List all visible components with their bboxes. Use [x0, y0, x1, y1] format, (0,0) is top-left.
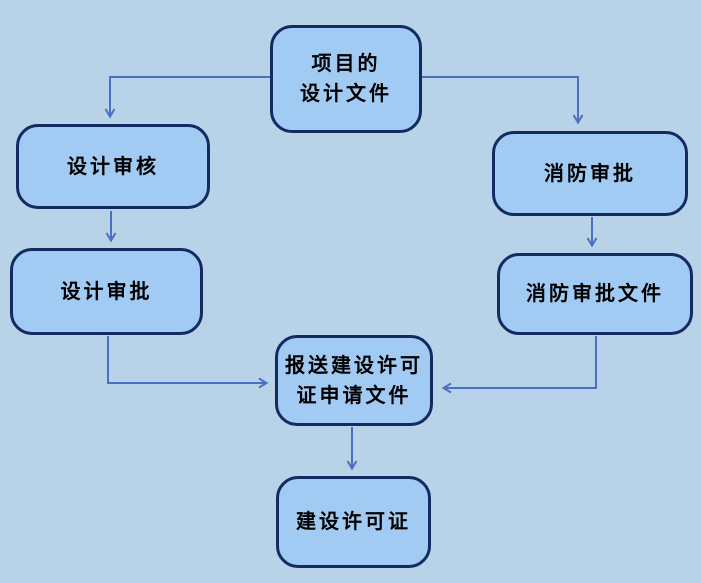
- node-design-approval-label: 设计审批: [60, 280, 153, 303]
- node-construction-permit: 建设许可证: [276, 476, 431, 568]
- edge-fire-docs-to-submit: [441, 336, 597, 394]
- node-fire-approval: 消防审批: [492, 131, 688, 216]
- node-project-design-documents: 项目的 设计文件: [270, 25, 422, 133]
- node-submit-permit-application-label: 报送建设许可 证申请文件: [285, 354, 423, 407]
- node-construction-permit-label: 建设许可证: [296, 511, 411, 533]
- node-design-review: 设计审核: [16, 124, 210, 209]
- node-fire-approval-label: 消防审批: [544, 162, 636, 185]
- edge-design-approval-to-submit: [107, 336, 269, 389]
- edge-project-to-design-review: [104, 76, 271, 119]
- node-design-review-label: 设计审核: [67, 155, 159, 178]
- node-submit-permit-application: 报送建设许可 证申请文件: [275, 335, 433, 426]
- node-design-approval: 设计审批: [10, 248, 203, 335]
- node-project-design-documents-label: 项目的 设计文件: [300, 53, 392, 105]
- node-fire-approval-documents-label: 消防审批文件: [526, 283, 664, 305]
- node-fire-approval-documents: 消防审批文件: [497, 253, 693, 335]
- edge-project-to-fire-approval: [421, 76, 584, 125]
